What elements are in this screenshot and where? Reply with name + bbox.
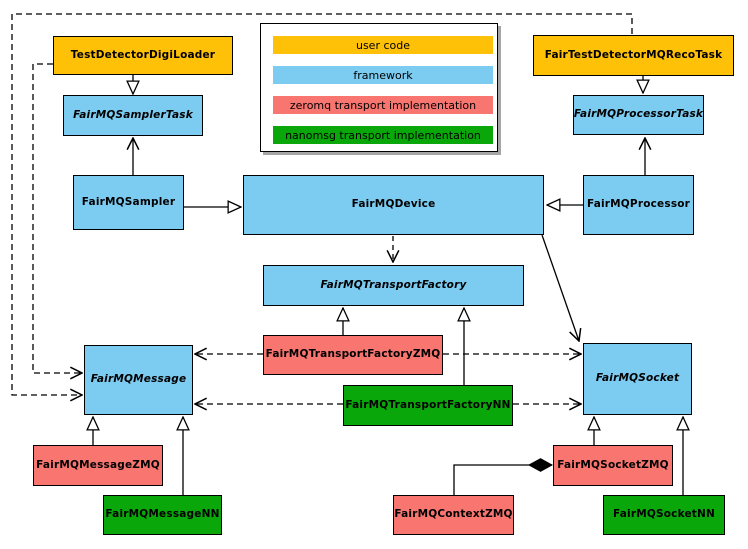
class-box-fairmqtransportfactory: FairMQTransportFactory xyxy=(263,265,524,306)
class-box-fairmqsamplertask: FairMQSamplerTask xyxy=(63,95,203,136)
edge-dependency-recotask-message xyxy=(11,13,633,395)
class-box-fairmqmessagezmq: FairMQMessageZMQ xyxy=(33,445,163,486)
class-box-fairmqdevice: FairMQDevice xyxy=(243,175,544,235)
legend-item-zeromq: zeromq transport implementation xyxy=(273,96,493,114)
class-box-fairmqsampler: FairMQSampler xyxy=(73,175,184,230)
class-box-fairmqtransportfactorynn: FairMQTransportFactoryNN xyxy=(343,385,513,426)
legend-panel: user code framework zeromq transport imp… xyxy=(260,23,498,152)
class-box-fairmqtransportfactoryzmq: FairMQTransportFactoryZMQ xyxy=(263,335,443,375)
edge-composition-contextzmq-socketzmq xyxy=(453,465,552,495)
legend-item-user-code: user code xyxy=(273,36,493,54)
class-box-fairmqmessagenn: FairMQMessageNN xyxy=(103,495,222,535)
class-box-fairmqmessage: FairMQMessage xyxy=(84,345,193,415)
class-box-fairmqcontextzmq: FairMQContextZMQ xyxy=(393,495,514,535)
legend-item-nanomsg: nanomsg transport implementation xyxy=(273,126,493,144)
class-box-fairmqsocketzmq: FairMQSocketZMQ xyxy=(553,445,673,486)
edge-association-device-socket xyxy=(541,234,579,341)
class-box-testdetectordigiloader: TestDetectorDigiLoader xyxy=(53,36,233,75)
class-box-fairmqsocket: FairMQSocket xyxy=(583,343,692,415)
class-box-fairmqprocessor: FairMQProcessor xyxy=(583,175,694,235)
edge-dependency-digiloader-message xyxy=(32,63,82,373)
class-box-fairmqprocessortask: FairMQProcessorTask xyxy=(573,95,704,135)
class-box-fairmqsocketnn: FairMQSocketNN xyxy=(603,495,725,535)
class-box-fairtestdetectormqrecotask: FairTestDetectorMQRecoTask xyxy=(533,35,734,76)
legend-item-framework: framework xyxy=(273,66,493,84)
